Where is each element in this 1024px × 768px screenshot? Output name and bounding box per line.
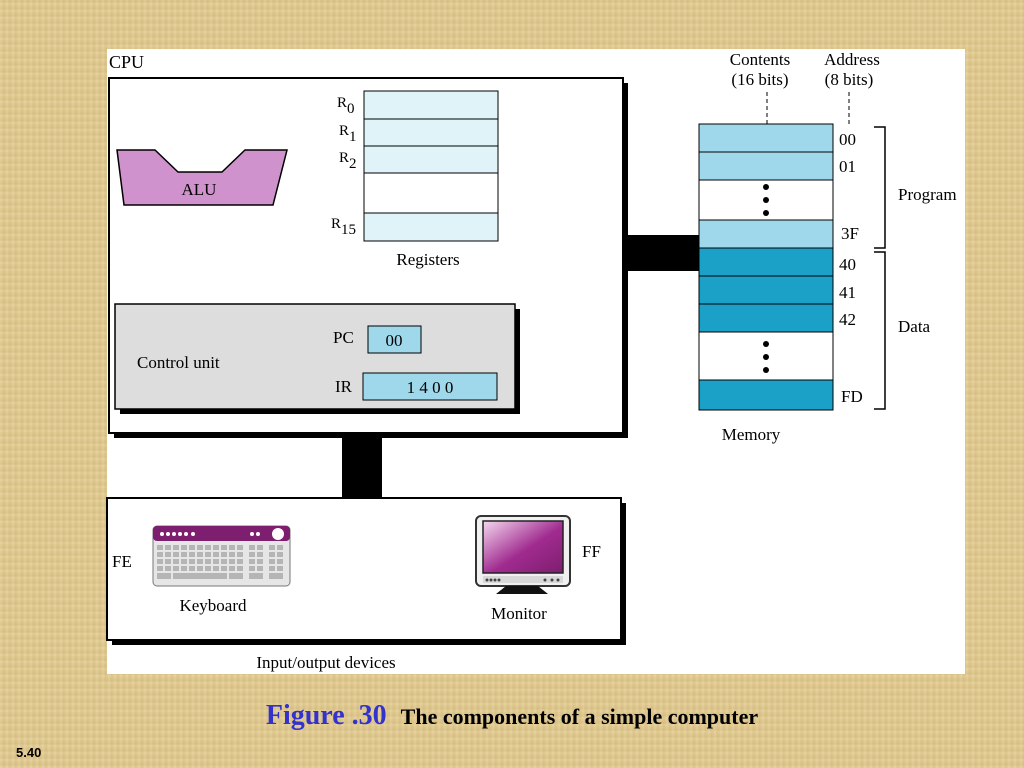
memory-cell-program: [698, 123, 834, 153]
program-label: Program: [898, 185, 957, 204]
registers-block: [363, 90, 499, 242]
monitor-address: FF: [582, 542, 601, 561]
pc-label: PC: [333, 328, 354, 347]
figure-label: Figure .30: [265, 700, 387, 731]
memory-block: [698, 123, 834, 411]
memory-address: 01: [839, 157, 856, 176]
memory-ellipsis-bottom: [763, 341, 769, 373]
ir-label: IR: [335, 377, 353, 396]
pc-value: 00: [386, 331, 403, 350]
keyboard-label: Keyboard: [179, 596, 247, 615]
memory-cell-data: [698, 379, 834, 411]
memory-cell-data: [698, 247, 834, 277]
register-cell: [363, 145, 499, 174]
register-label-r15: R15: [331, 216, 356, 238]
memory-cell-data: [698, 303, 834, 333]
memory-address: 42: [839, 310, 856, 329]
cpu-memory-bus: [622, 235, 700, 271]
keyboard-icon: [152, 525, 291, 587]
register-label-r1: R1: [339, 123, 357, 145]
memory-cell-program: [698, 151, 834, 181]
register-label-r0: R0: [337, 95, 355, 117]
figure-caption: Figure .30 The components of a simple com…: [0, 700, 1024, 732]
monitor-icon: [475, 515, 571, 594]
registers-label: Registers: [396, 250, 459, 269]
control-unit-label: Control unit: [137, 353, 220, 372]
figure-title: The components of a simple computer: [400, 704, 759, 729]
alu-label: ALU: [182, 180, 217, 199]
memory-address: 41: [839, 283, 856, 302]
memory-address: 40: [839, 255, 856, 274]
memory-address: 3F: [841, 224, 859, 243]
computer-components-diagram: CPU ALU R0 R1 R2 R15 Registers Control u…: [106, 50, 957, 672]
alu-shape: [116, 149, 288, 206]
program-bracket: [874, 126, 886, 249]
memory-address: 00: [839, 130, 856, 149]
slide-number: 5.40: [16, 745, 42, 760]
data-label: Data: [898, 317, 931, 336]
register-gap: [363, 172, 499, 214]
contents-header-line2: (16 bits): [731, 70, 788, 89]
monitor-label: Monitor: [491, 604, 547, 623]
data-bracket: [874, 251, 886, 410]
register-cell: [363, 90, 499, 120]
memory-address: FD: [841, 387, 863, 406]
address-header-line1: Address: [824, 50, 880, 69]
ir-value: 1 4 0 0: [407, 378, 454, 397]
memory-cell-program: [698, 219, 834, 249]
contents-header-line1: Contents: [730, 50, 790, 69]
register-cell: [363, 212, 499, 242]
io-devices-label: Input/output devices: [256, 653, 395, 672]
ir-register: [362, 372, 498, 401]
memory-cell-data: [698, 275, 834, 305]
address-header-line2: (8 bits): [825, 70, 874, 89]
memory-ellipsis-top: [763, 184, 769, 216]
register-label-r2: R2: [339, 150, 357, 172]
pc-register: [367, 325, 422, 354]
cpu-io-bus: [342, 433, 382, 499]
cpu-label: CPU: [109, 52, 144, 72]
keyboard-address: FE: [112, 552, 132, 571]
register-cell: [363, 118, 499, 147]
memory-label: Memory: [722, 425, 781, 444]
